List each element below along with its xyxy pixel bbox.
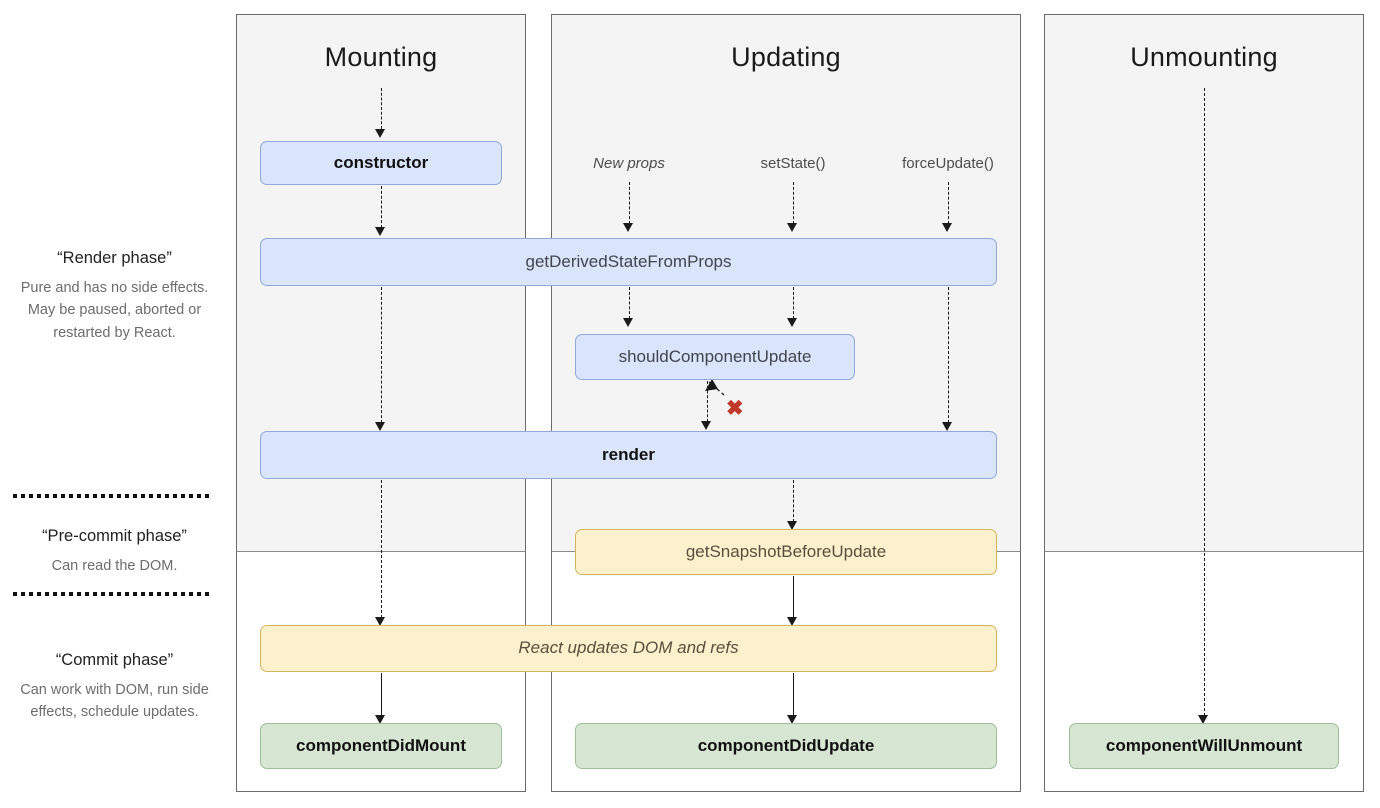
arrow-dom-to-did-update bbox=[787, 715, 797, 724]
phase-separator-top bbox=[13, 494, 213, 498]
arrow-gdsfp-to-scu-left bbox=[623, 318, 633, 327]
connector-constructor-to-gdsfp bbox=[381, 186, 382, 228]
connector-force-update-bypass bbox=[948, 287, 949, 423]
arrow-gdsfp-to-render-mounting bbox=[375, 422, 385, 431]
connector-mounting-entry bbox=[381, 88, 382, 129]
connector-gdsfp-to-scu-right bbox=[793, 287, 794, 319]
connector-dom-to-did-mount bbox=[381, 673, 382, 716]
arrow-force-update-bypass-to-render bbox=[942, 422, 952, 431]
connector-gdsfp-to-scu-left bbox=[629, 287, 630, 319]
phase-legend-commit-description: Can work with DOM, run side effects, sch… bbox=[20, 681, 209, 721]
phase-separator-bottom bbox=[13, 592, 213, 596]
phase-legend-pre-commit: “Pre-commit phase” Can read the DOM. bbox=[8, 526, 221, 577]
phase-legend-commit-title: “Commit phase” bbox=[55, 651, 174, 669]
arrow-scu-to-render bbox=[701, 421, 711, 430]
node-get-derived-state-from-props[interactable]: getDerivedStateFromProps bbox=[260, 238, 997, 286]
phase-legend-render-title: “Render phase” bbox=[57, 249, 172, 267]
skip-render-x-icon: ✖ bbox=[726, 397, 744, 420]
arrow-dom-to-did-mount bbox=[375, 715, 385, 724]
node-get-snapshot-before-update[interactable]: getSnapshotBeforeUpdate bbox=[575, 529, 997, 575]
arrow-set-state-to-gdsfp bbox=[787, 223, 797, 232]
node-component-will-unmount[interactable]: componentWillUnmount bbox=[1069, 723, 1339, 769]
connector-force-update-to-render bbox=[948, 182, 949, 224]
phase-legend-pre-commit-description: Can read the DOM. bbox=[51, 557, 178, 574]
node-constructor[interactable]: constructor bbox=[260, 141, 502, 185]
arrow-unmounting-entry bbox=[1198, 715, 1208, 724]
arrow-mounting-entry bbox=[375, 129, 385, 138]
connector-gdsfp-to-render-mounting bbox=[381, 287, 382, 423]
arrow-new-props-to-gdsfp bbox=[623, 223, 633, 232]
phase-legend-commit: “Commit phase” Can work with DOM, run si… bbox=[8, 650, 221, 724]
node-component-did-mount[interactable]: componentDidMount bbox=[260, 723, 502, 769]
connector-snapshot-to-dom bbox=[793, 576, 794, 618]
phase-legend-render: “Render phase” Pure and has no side effe… bbox=[8, 248, 221, 344]
column-title-mounting: Mounting bbox=[324, 42, 438, 72]
connector-render-to-dom-mounting bbox=[381, 480, 382, 618]
trigger-force-update: forceUpdate() bbox=[902, 155, 994, 172]
connector-dom-to-did-update bbox=[793, 673, 794, 716]
arrow-render-to-dom-mounting bbox=[375, 617, 385, 626]
phase-legend-pre-commit-title: “Pre-commit phase” bbox=[42, 527, 187, 545]
node-component-did-update[interactable]: componentDidUpdate bbox=[575, 723, 997, 769]
arrow-constructor-to-gdsfp bbox=[375, 227, 385, 236]
node-render[interactable]: render bbox=[260, 431, 997, 479]
trigger-new-props: New props bbox=[593, 155, 665, 172]
arrow-render-to-snapshot bbox=[787, 521, 797, 530]
node-should-component-update[interactable]: shouldComponentUpdate bbox=[575, 334, 855, 380]
connector-render-to-snapshot bbox=[793, 480, 794, 522]
column-title-unmounting: Unmounting bbox=[1130, 42, 1278, 72]
connector-scu-to-render bbox=[707, 381, 708, 422]
connector-new-props-to-gdsfp bbox=[629, 182, 630, 224]
connector-unmounting-entry bbox=[1204, 88, 1205, 716]
trigger-set-state: setState() bbox=[760, 155, 826, 172]
connector-set-state-to-gdsfp bbox=[793, 182, 794, 224]
arrow-force-update-into-gdsfp bbox=[942, 223, 952, 232]
phase-legend-render-description: Pure and has no side effects. May be pau… bbox=[20, 279, 209, 341]
arrow-gdsfp-to-scu-right bbox=[787, 318, 797, 327]
column-title-updating: Updating bbox=[731, 42, 841, 72]
arrow-snapshot-to-dom bbox=[787, 617, 797, 626]
node-react-updates-dom-and-refs[interactable]: React updates DOM and refs bbox=[260, 625, 997, 672]
